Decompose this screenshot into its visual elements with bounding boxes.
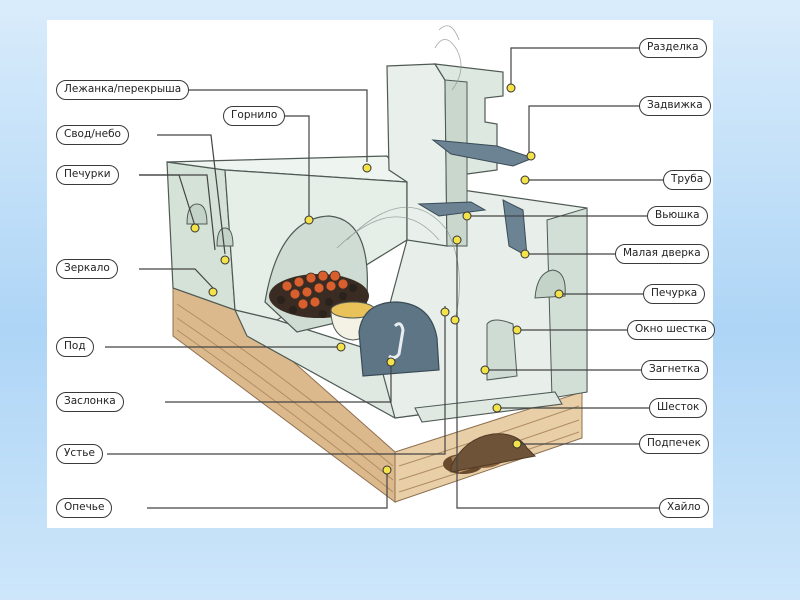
label-truba: Труба: [663, 170, 712, 190]
label-opechye: Опечье: [56, 498, 113, 518]
label-okno-shestka: Окно шестка: [627, 320, 715, 340]
label-malaya-dverka: Малая дверка: [615, 244, 709, 264]
label-svod: Свод/небо: [56, 125, 129, 145]
label-pechurki: Печурки: [56, 165, 119, 185]
label-pechurka: Печурка: [643, 284, 706, 304]
label-khaylo: Хайло: [659, 498, 709, 518]
label-zaslonka: Заслонка: [56, 392, 124, 412]
label-zadvizhka: Задвижка: [639, 96, 711, 116]
label-zagnetka: Загнетка: [641, 360, 708, 380]
label-pod: Под: [56, 337, 94, 357]
diagram-panel: Лежанка/перекрыша Свод/небо Печурки Зерк…: [47, 20, 715, 528]
label-vyushka: Вьюшка: [647, 206, 708, 226]
oven-damper-door: [358, 301, 440, 377]
label-razdelka: Разделка: [639, 38, 707, 58]
russian-stove-diagram: [105, 25, 665, 509]
label-shestok: Шесток: [649, 398, 708, 418]
zadvizhka-plate: [431, 139, 535, 167]
label-lezhanka: Лежанка/перекрыша: [56, 80, 190, 100]
label-zerkalo: Зеркало: [56, 259, 118, 279]
label-gornilo: Горнило: [223, 106, 286, 126]
marker-dots: [190, 83, 564, 475]
vyushka-plate: [417, 201, 487, 217]
label-ustye: Устье: [56, 444, 103, 464]
label-podpechek: Подпечек: [639, 434, 709, 454]
